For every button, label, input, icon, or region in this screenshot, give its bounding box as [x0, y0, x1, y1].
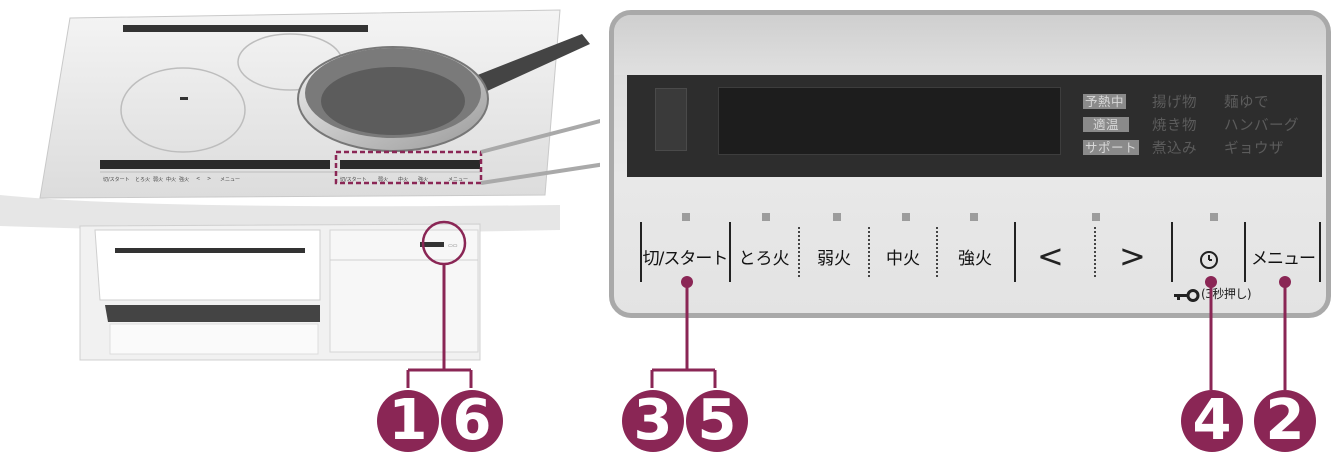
- marker-2: 2: [1254, 390, 1316, 452]
- marker-6: 6: [441, 390, 503, 452]
- marker-4: 4: [1181, 390, 1243, 452]
- marker-3: 3: [622, 390, 684, 452]
- marker-1: 1: [377, 390, 439, 452]
- marker-5: 5: [686, 390, 748, 452]
